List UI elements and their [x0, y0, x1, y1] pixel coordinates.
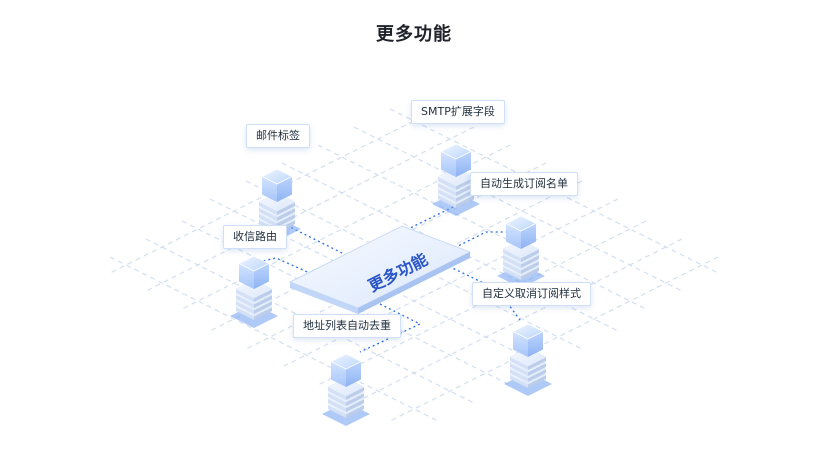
feature-label-inbound-routing: 收信路由	[223, 225, 287, 249]
server-node	[230, 255, 278, 328]
server-nodes	[230, 143, 552, 426]
feature-label-address-dedupe: 地址列表自动去重	[293, 314, 401, 338]
server-node	[497, 215, 545, 288]
page-title: 更多功能	[376, 24, 452, 45]
grid-line	[353, 126, 683, 292]
feature-label-unsubscribe-style: 自定义取消订阅样式	[472, 282, 591, 306]
center-platform: 更多功能	[288, 225, 472, 314]
feature-label-mail-tags: 邮件标签	[246, 124, 310, 148]
grid-line	[389, 256, 719, 422]
connector-line	[449, 231, 512, 251]
grid-line	[145, 126, 475, 292]
server-node	[504, 323, 552, 396]
grid-line	[181, 144, 511, 310]
grid-line	[317, 144, 647, 310]
grid-line	[353, 238, 683, 404]
feature-label-smtp: SMTP扩展字段	[411, 100, 505, 124]
server-node	[432, 143, 480, 216]
connector-line	[439, 261, 521, 321]
server-node	[322, 353, 370, 426]
grid-line	[109, 256, 439, 422]
feature-label-auto-subscription: 自动生成订阅名单	[470, 172, 578, 196]
